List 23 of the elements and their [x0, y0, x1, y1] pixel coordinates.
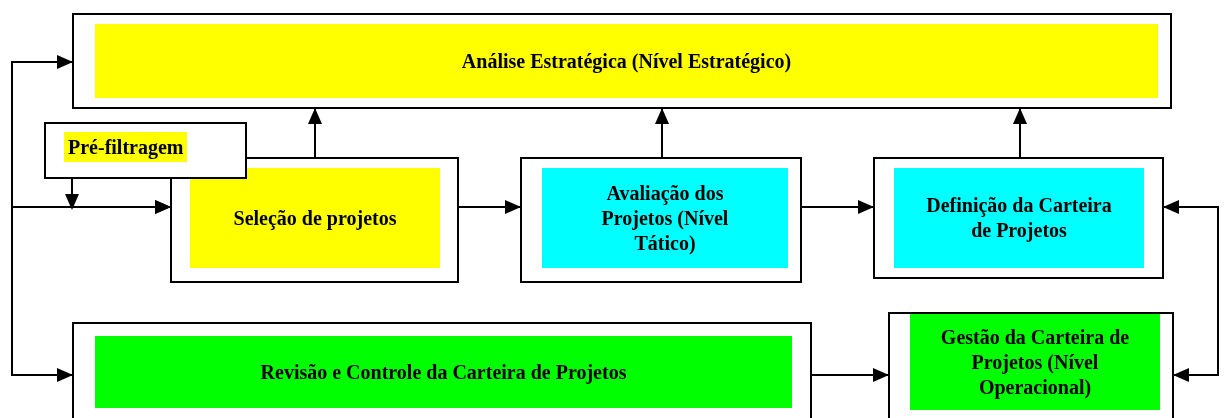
process-box: [72, 13, 1172, 109]
arrow: [655, 108, 669, 158]
arrow: [11, 55, 73, 382]
node-label: Seleção de projetos: [190, 168, 440, 268]
process-box: [888, 312, 1174, 418]
node-label: Avaliação dos Projetos (Nível Tático): [542, 168, 788, 268]
arrow: [11, 200, 171, 214]
process-box: [72, 322, 812, 418]
arrow: [1163, 200, 1219, 382]
node-label: Definição da Carteira de Projetos: [894, 168, 1144, 268]
node-label: Análise Estratégica (Nível Estratégico): [95, 24, 1158, 98]
arrow: [811, 368, 889, 382]
process-box: [44, 122, 247, 179]
node-label: Gestão da Carteira de Projetos (Nível Operacional): [910, 314, 1160, 410]
process-box: [170, 157, 459, 283]
node-label: Pré-filtragem: [64, 132, 188, 162]
arrow: [458, 200, 521, 214]
arrow: [801, 200, 874, 214]
arrow: [1013, 108, 1027, 158]
process-box: [520, 157, 802, 283]
node-label: Revisão e Controle da Carteira de Projetos: [95, 336, 792, 408]
arrow: [308, 108, 322, 158]
process-box: [873, 157, 1164, 279]
